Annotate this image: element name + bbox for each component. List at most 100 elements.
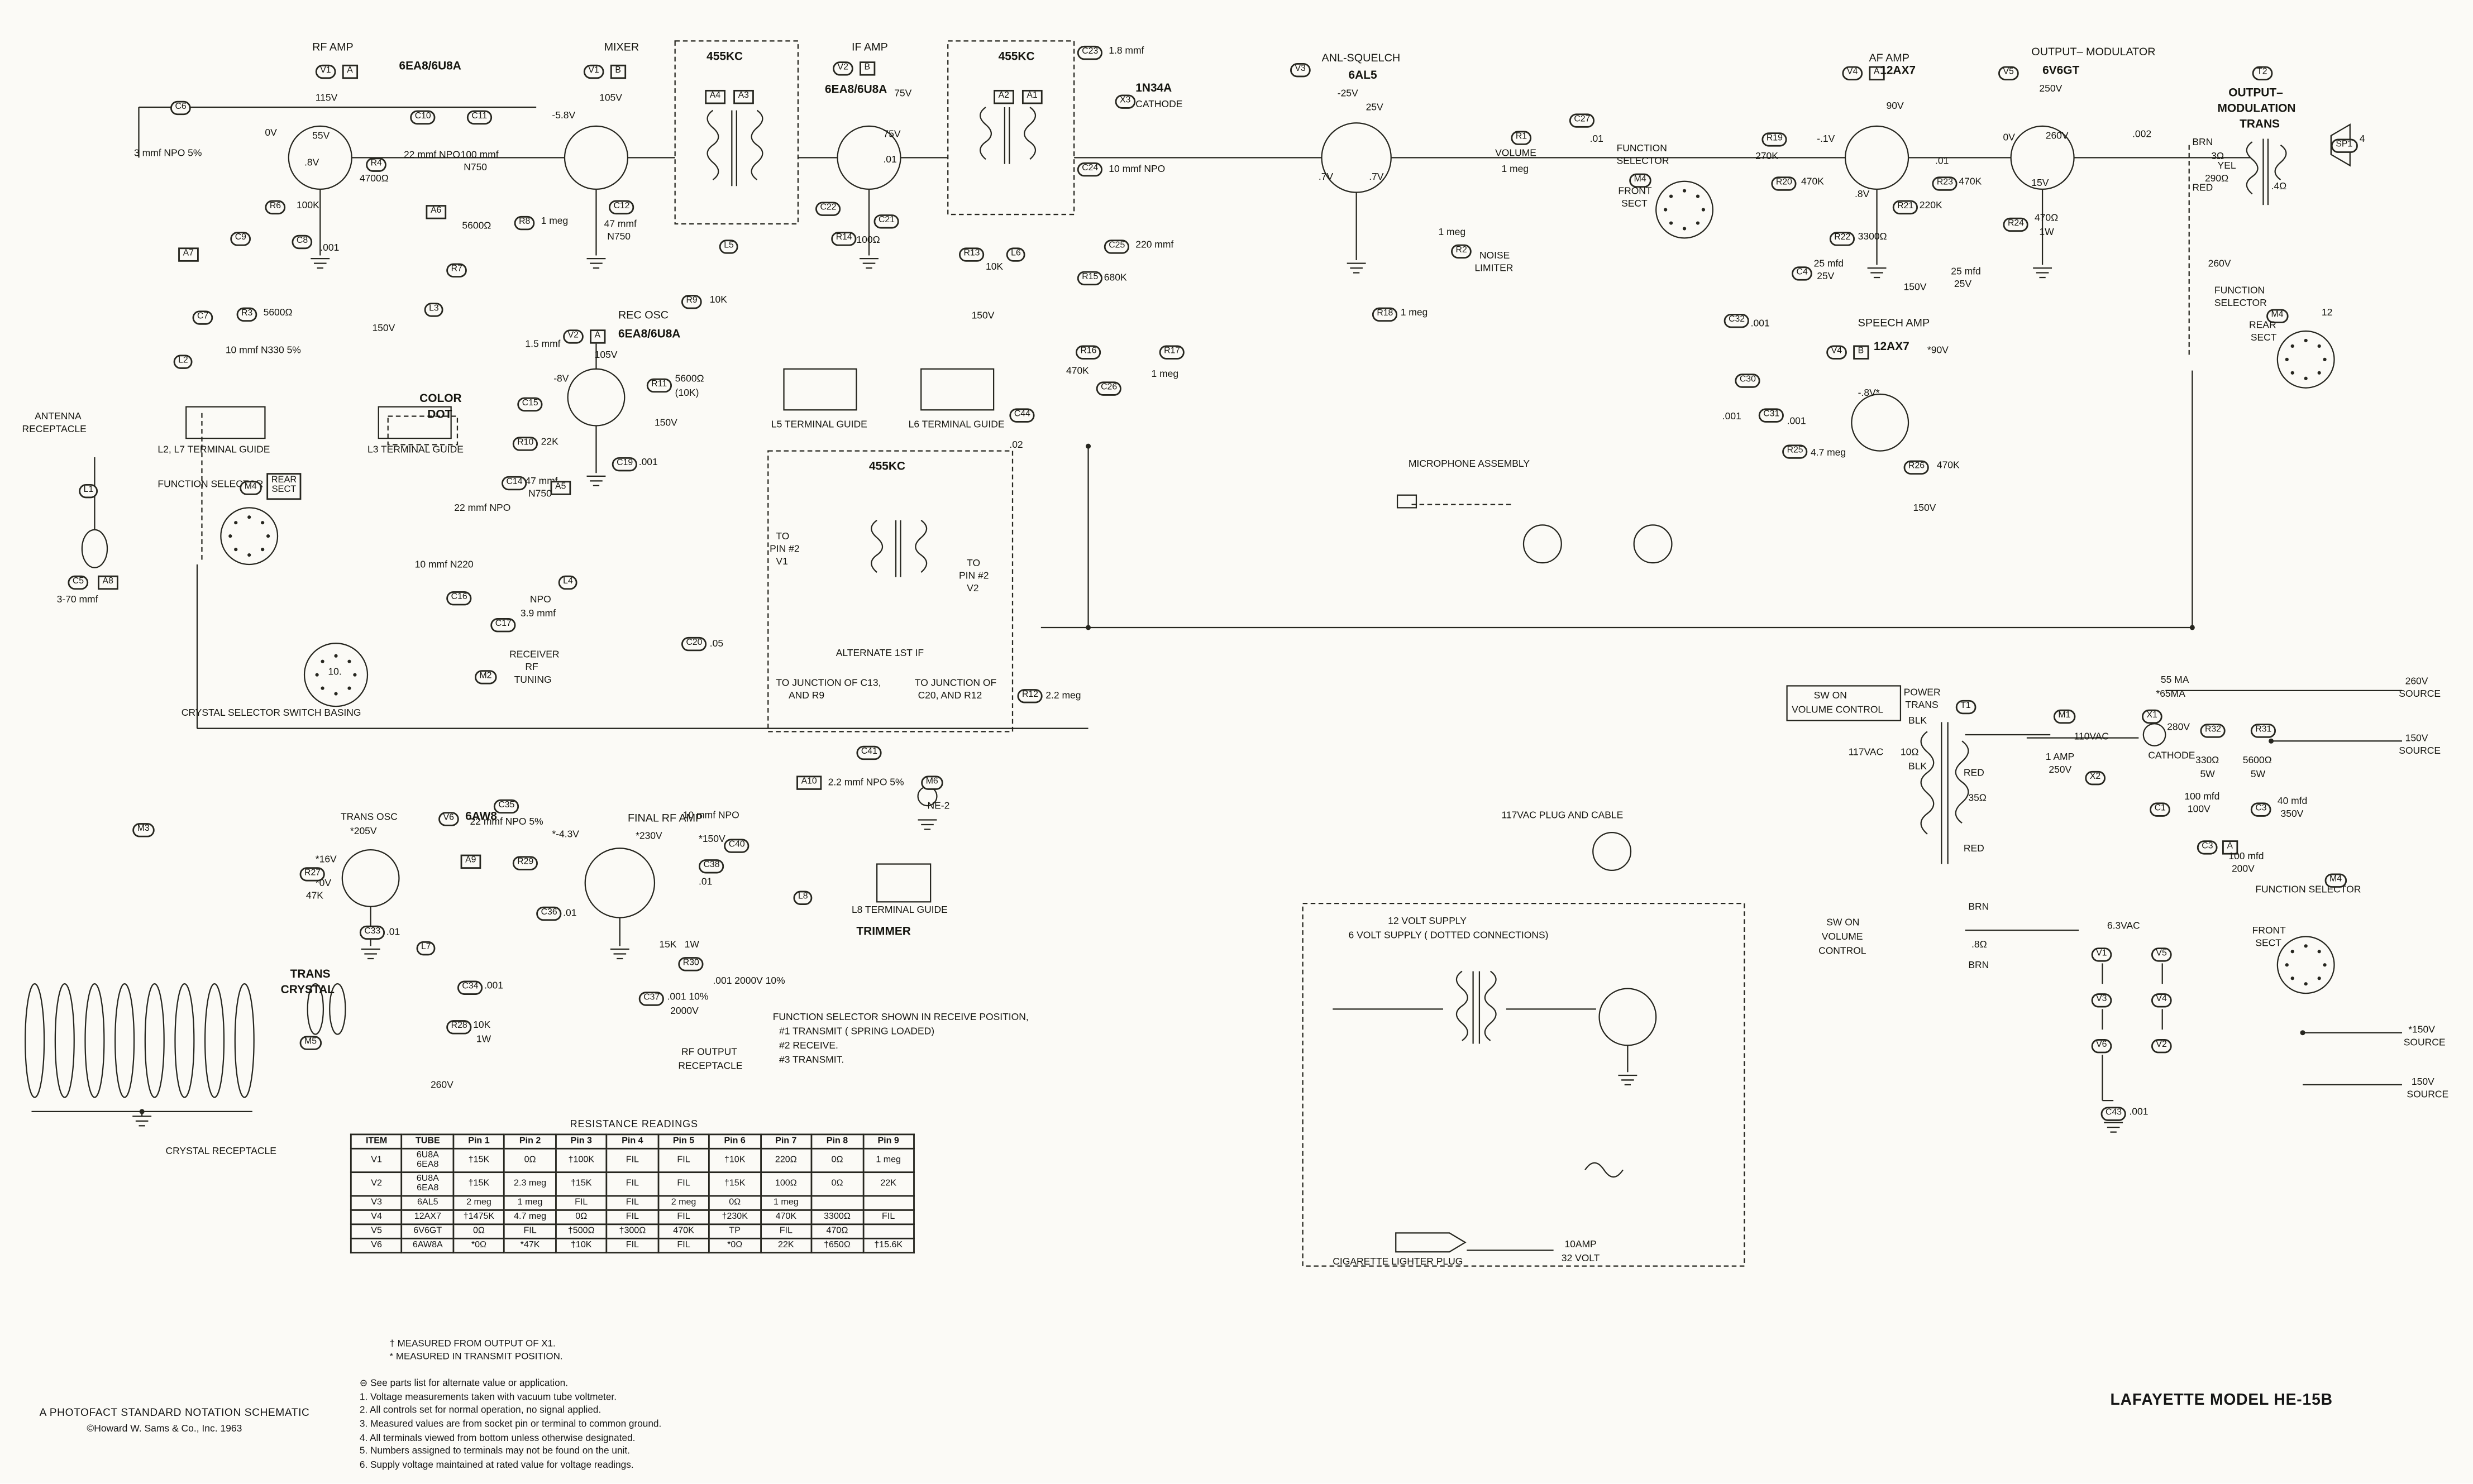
schematic-label: TRANS bbox=[1905, 700, 1939, 711]
component-ref: V6 bbox=[2091, 1039, 2112, 1053]
schematic-label: LIMITER bbox=[1474, 263, 1514, 275]
schematic-label: 25 mfd bbox=[1951, 266, 1981, 278]
component-ref: V1 bbox=[315, 64, 336, 79]
schematic-label: 470K bbox=[1959, 176, 1982, 188]
schematic-label: 105V bbox=[594, 350, 618, 361]
component-ref: R31 bbox=[2250, 724, 2276, 738]
table-cell: 0Ω bbox=[810, 1171, 864, 1197]
table-cell: 6U8A 6EA8 bbox=[401, 1171, 455, 1197]
table-header: Pin 1 bbox=[452, 1133, 505, 1150]
component-ref: R29 bbox=[512, 856, 538, 870]
schematic-label: CATHODE bbox=[2148, 750, 2195, 762]
table-header: Pin 2 bbox=[503, 1133, 557, 1150]
component-ref: C34 bbox=[457, 980, 483, 994]
schematic-label: FINAL RF AMP bbox=[627, 813, 703, 825]
photofact-copyright: ©Howard W. Sams & Co., Inc. 1963 bbox=[87, 1424, 242, 1435]
alignment-ref: A bbox=[2222, 840, 2238, 854]
schematic-label: TRIMMER bbox=[856, 923, 911, 939]
schematic-label: CRYSTAL RECEPTACLE bbox=[165, 1146, 276, 1157]
table-header: ITEM bbox=[350, 1133, 403, 1150]
schematic-label: PIN #2 bbox=[770, 544, 800, 556]
component-ref: C11 bbox=[466, 110, 492, 124]
schematic-label: 35Ω bbox=[1968, 793, 1987, 805]
table-cell: †100K bbox=[555, 1147, 608, 1174]
component-ref: C23 bbox=[1077, 45, 1103, 60]
schematic-label: 260V bbox=[2208, 258, 2231, 270]
schematic-label: 6AW8 bbox=[465, 808, 497, 824]
component-ref: C3 bbox=[2197, 840, 2218, 854]
schematic-label: OUTPUT– MODULATOR bbox=[2031, 47, 2156, 59]
schematic-label: 75V bbox=[894, 88, 912, 99]
schematic-label: 100Ω bbox=[856, 234, 880, 246]
table-cell: 6AL5 bbox=[401, 1195, 455, 1211]
schematic-label: L6 TERMINAL GUIDE bbox=[908, 419, 1005, 430]
schematic-label: 5W bbox=[2200, 769, 2215, 781]
component-ref: M4 bbox=[2266, 309, 2289, 323]
schematic-label: AND R9 bbox=[789, 690, 825, 702]
table-footnote: * MEASURED IN TRANSMIT POSITION. bbox=[389, 1353, 563, 1363]
schematic-label: 75V bbox=[883, 129, 901, 141]
schematic-label: L8 TERMINAL GUIDE bbox=[851, 904, 948, 916]
table-cell: FIL bbox=[657, 1209, 710, 1226]
schematic-label: .001 10% bbox=[667, 992, 709, 1003]
schematic-label: 10Ω bbox=[1900, 747, 1919, 759]
table-cell: FIL bbox=[606, 1195, 659, 1211]
alignment-ref: A9 bbox=[460, 854, 481, 868]
schematic-label: .4Ω bbox=[2271, 181, 2287, 193]
schematic-note: 6. Supply voltage maintained at rated va… bbox=[359, 1459, 634, 1471]
schematic-label: MODULATION bbox=[2217, 100, 2296, 116]
alignment-ref: A2 bbox=[994, 89, 1014, 104]
component-ref: M5 bbox=[299, 1036, 322, 1050]
schematic-label: FRONT bbox=[2252, 925, 2286, 937]
component-ref: V2 bbox=[2151, 1039, 2172, 1053]
schematic-label: TUNING bbox=[514, 674, 552, 686]
alignment-ref: A3 bbox=[733, 89, 754, 104]
schematic-label: 270K bbox=[1755, 151, 1778, 162]
schematic-label: 100 mmf bbox=[460, 150, 499, 161]
table-cell: 1 meg bbox=[862, 1147, 915, 1174]
schematic-label: 150V bbox=[372, 323, 395, 334]
schematic-label: 4700Ω bbox=[359, 173, 389, 185]
schematic-label: .01 bbox=[883, 154, 897, 166]
table-cell: V1 bbox=[350, 1147, 403, 1174]
component-ref: C3 bbox=[2250, 802, 2272, 816]
alignment-ref: A bbox=[590, 329, 605, 343]
schematic-label: 5600Ω bbox=[263, 307, 293, 319]
table-cell: V6 bbox=[350, 1237, 403, 1254]
schematic-label: TO JUNCTION OF C13, bbox=[776, 678, 881, 690]
schematic-label: SECT bbox=[2250, 332, 2277, 344]
table-cell: 0Ω bbox=[555, 1209, 608, 1226]
table-header: Pin 3 bbox=[555, 1133, 608, 1150]
schematic-label: .7V bbox=[1369, 171, 1384, 183]
table-cell bbox=[810, 1195, 864, 1211]
component-ref: R25 bbox=[1782, 444, 1808, 458]
schematic-label: 6 VOLT SUPPLY ( DOTTED CONNECTIONS) bbox=[1348, 930, 1549, 941]
schematic-label: 455KC bbox=[869, 458, 906, 473]
component-ref: R13 bbox=[958, 247, 985, 261]
schematic-label: 2.2 meg bbox=[1045, 690, 1081, 702]
schematic-label: 6EA8/6U8A bbox=[824, 82, 887, 97]
component-ref: L7 bbox=[416, 941, 436, 955]
model-title: LAFAYETTE MODEL HE-15B bbox=[2110, 1392, 2333, 1410]
schematic-label: N750 bbox=[464, 162, 488, 174]
schematic-label: SECT bbox=[2255, 938, 2281, 950]
schematic-label: #3 TRANSMIT. bbox=[779, 1055, 844, 1066]
schematic-label: 5W bbox=[2250, 769, 2266, 781]
component-ref: L2 bbox=[173, 355, 193, 368]
component-ref: X3 bbox=[1115, 94, 1135, 108]
table-cell: 2.3 meg bbox=[503, 1171, 557, 1197]
schematic-label: .002 bbox=[2132, 129, 2152, 141]
table-cell: *0Ω bbox=[708, 1237, 761, 1254]
schematic-label: 260V bbox=[2405, 676, 2428, 688]
component-ref: C17 bbox=[490, 618, 517, 632]
schematic-label: SW ON bbox=[1813, 690, 1847, 702]
schematic-label: .001 bbox=[1750, 318, 1770, 330]
photofact-credit: A PHOTOFACT STANDARD NOTATION SCHEMATIC bbox=[39, 1408, 310, 1419]
schematic-label: SOURCE bbox=[2399, 745, 2441, 757]
table-cell: FIL bbox=[657, 1237, 710, 1254]
component-ref: T2 bbox=[2252, 66, 2273, 80]
schematic-label: .8V bbox=[1855, 189, 1870, 200]
table-cell: †15.6K bbox=[862, 1237, 915, 1254]
